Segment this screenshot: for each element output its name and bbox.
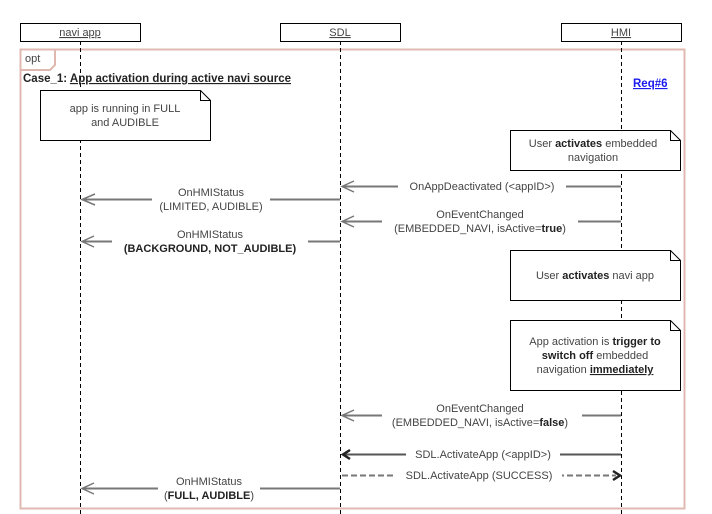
participant-hmi[interactable]: HMI [611,27,631,39]
note-text: navigation [568,152,618,164]
note-text: switch off embedded [542,350,648,362]
note-text: app is running in FULL [70,103,181,115]
note-text: User activates navi app [536,270,654,282]
label-bg [382,207,578,235]
note-user-activates-navi-app [510,250,681,301]
message-label: (BACKGROUND, NOT_AUDIBLE) [124,243,297,255]
note-fold [670,250,681,261]
label-bg [382,401,582,429]
message-label: (LIMITED, AUDIBLE) [159,201,262,213]
note-text: App activation is trigger to [529,336,661,348]
message-label: OnHMIStatus [177,229,244,241]
open-arrowhead-icon [340,409,355,422]
note-text: navigation immediately [537,364,655,376]
note-text: User activates embedded [529,138,657,150]
note-app-running [40,90,211,141]
note-trigger-switch-off [510,320,681,391]
note-fold [670,130,681,141]
message-label: (EMBEDDED_NAVI, isActive=true) [394,223,566,235]
arrowhead-icon [340,448,351,461]
open-arrowhead-icon [340,215,355,228]
note-fold [670,320,681,331]
label-bg [112,228,308,256]
note-user-activates-embedded [510,130,681,171]
open-arrowhead-icon [80,235,95,248]
message-label: SDL.ActivateApp (SUCCESS) [406,470,553,482]
note-fold [200,90,211,101]
label-bg [158,475,260,503]
message-label: OnHMIStatus [176,476,243,488]
message-label: OnEventChanged [436,403,523,415]
message-label: (EMBEDDED_NAVI, isActive=false) [392,417,568,429]
label-bg [406,447,560,461]
note-text: and AUDIBLE [91,117,159,129]
frame-operator: opt [25,53,40,65]
requirement-link[interactable]: Req#6 [633,78,668,90]
opt-frame [19,48,686,510]
open-arrowhead-icon [80,482,95,495]
opt-frame-tab [20,48,56,71]
open-arrowhead-icon [340,180,355,193]
message-label: (FULL, AUDIBLE) [164,490,254,502]
case-title: Case_1: App activation during active nav… [23,73,291,85]
label-bg [152,186,270,214]
open-arrowhead-icon [80,193,96,206]
participant-sdl[interactable]: SDL [329,27,350,39]
label-bg [398,179,566,193]
participant-navi-app[interactable]: navi app [59,27,101,39]
message-label: SDL.ActivateApp (<appID>) [415,449,551,461]
label-bg [396,468,562,482]
message-label: OnEventChanged [436,209,523,221]
arrowhead-icon [612,469,623,482]
message-label: OnAppDeactivated (<appID>) [410,181,555,193]
message-label: OnHMIStatus [178,187,245,199]
